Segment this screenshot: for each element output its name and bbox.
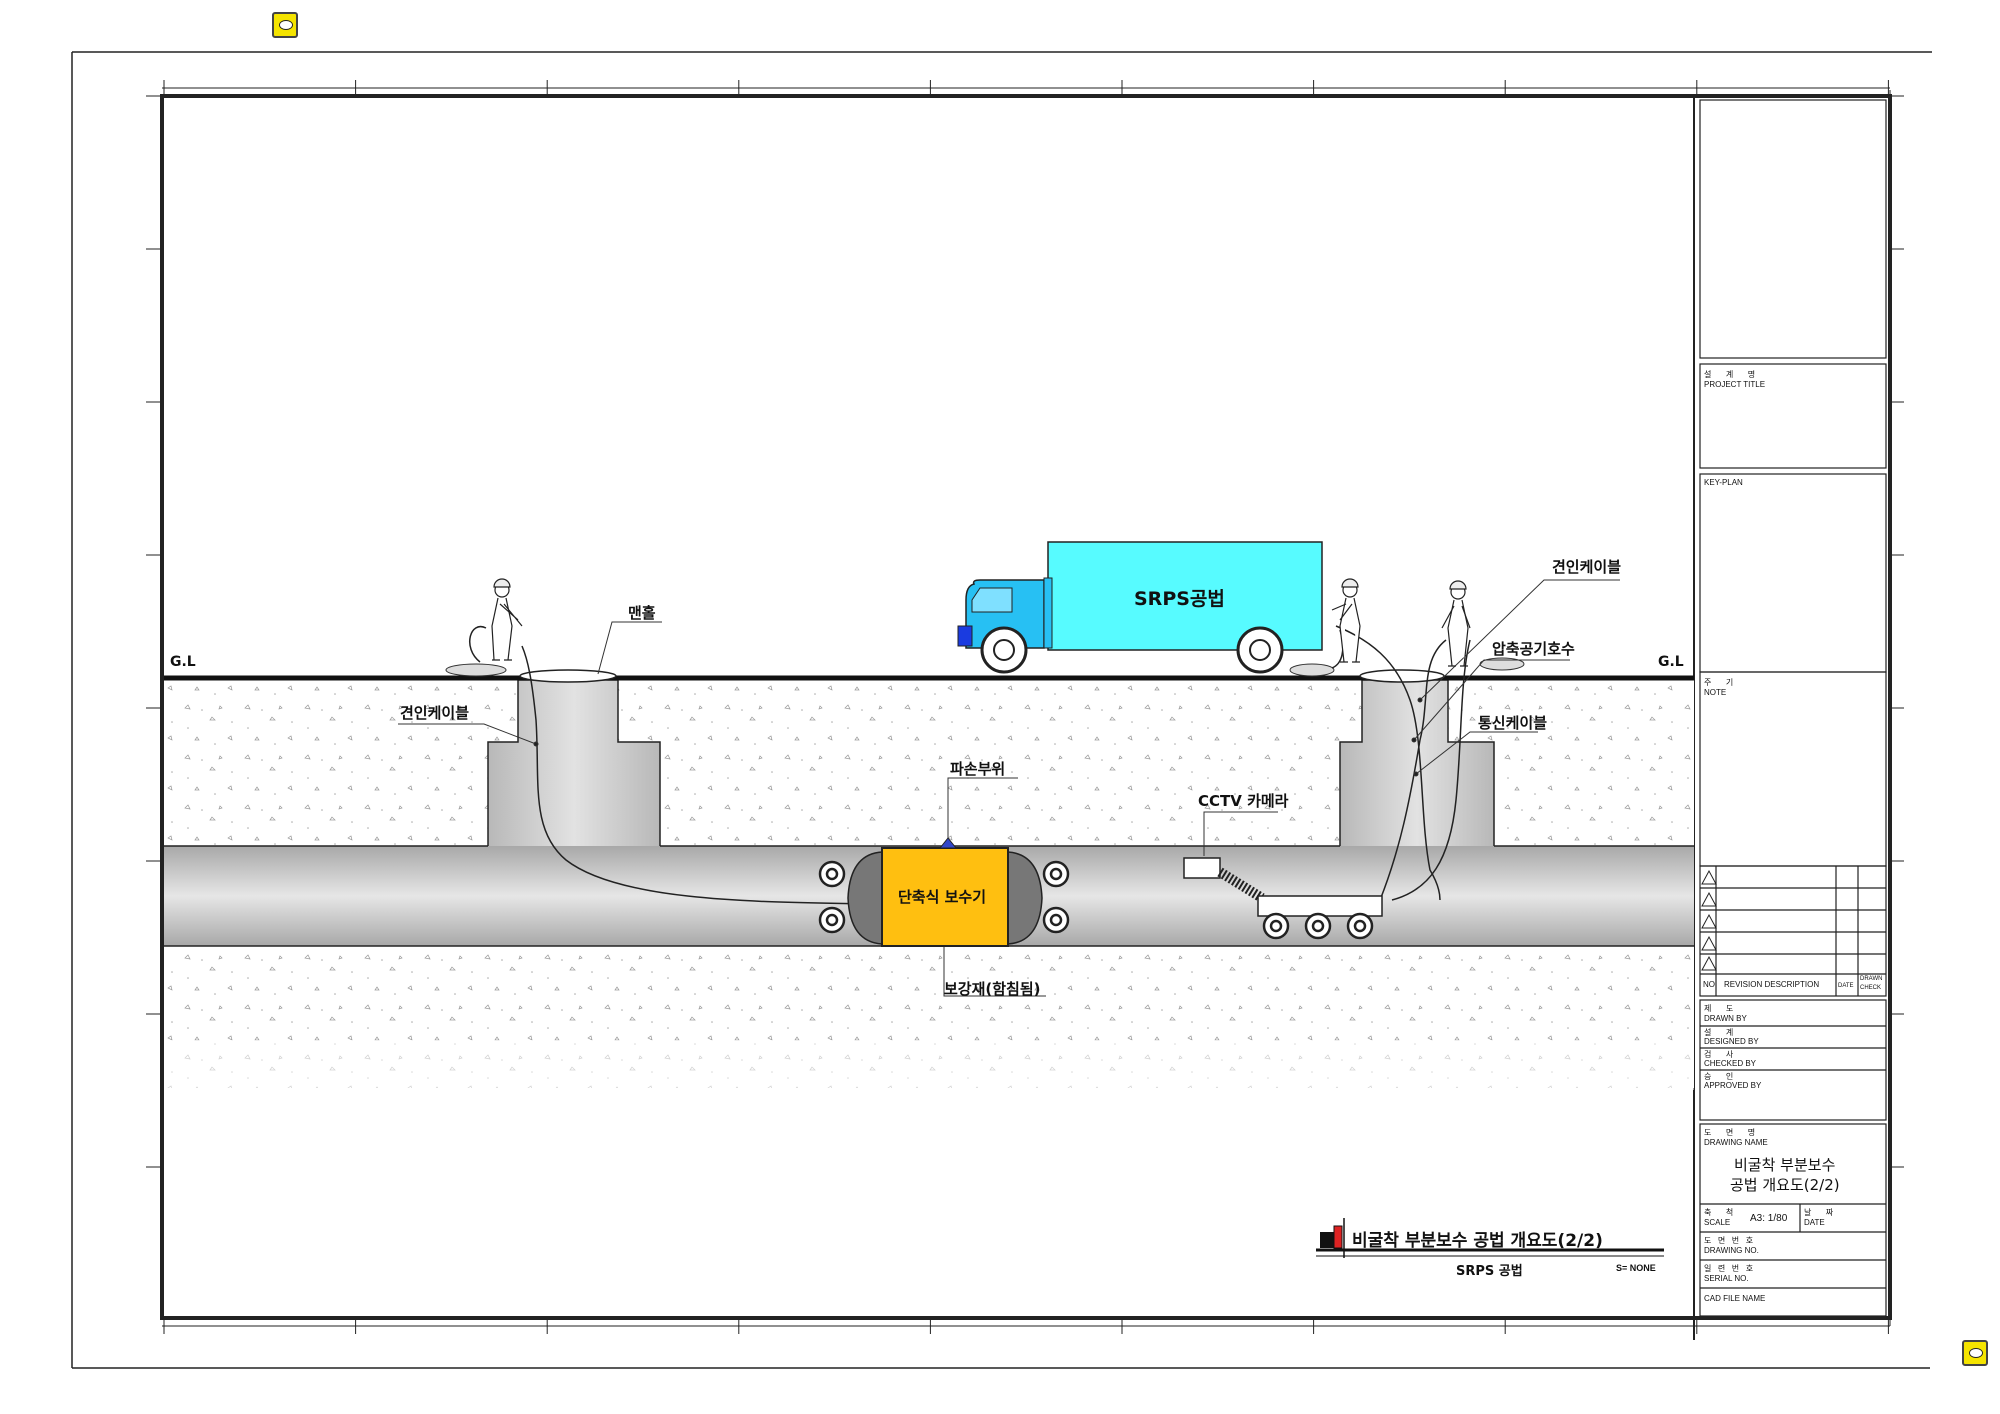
air-hose-label: 압축공기호수 (1492, 640, 1575, 658)
tow-cable-left-label: 견인케이블 (400, 704, 470, 722)
damage-label: 파손부위 (950, 760, 1006, 778)
drawn-kr: 제 도 (1704, 1004, 1740, 1013)
worker-right (1441, 580, 1471, 667)
drawing-name-line2: 공법 개요도(2/2) (1730, 1176, 1840, 1194)
rev-date-label: DATE (1838, 983, 1854, 989)
sheet-border (71, 51, 1932, 1369)
scale-en: SCALE (1704, 1218, 1731, 1227)
drawing-subtitle: SRPS 공법 (1456, 1264, 1523, 1279)
key-plan-label: KEY-PLAN (1704, 478, 1743, 487)
drawing-name-en: DRAWING NAME (1704, 1138, 1768, 1147)
repairer-rollers (818, 860, 1070, 934)
date-en: DATE (1804, 1218, 1825, 1227)
approved-en: APPROVED BY (1704, 1081, 1762, 1090)
drawing-no-kr: 도 면 번 호 (1704, 1236, 1756, 1245)
date-kr: 날 짜 (1804, 1208, 1840, 1217)
designed-kr: 설 계 (1704, 1028, 1740, 1037)
scale-value: A3: 1/80 (1750, 1213, 1788, 1224)
truck-label: SRPS공법 (1134, 588, 1225, 610)
comm-cable-label: 통신케이블 (1478, 714, 1548, 732)
comment-icon-bottom[interactable] (1962, 1340, 1988, 1366)
leader-lines (398, 579, 1620, 997)
truck-wheel-front (980, 626, 1028, 674)
frame-ticks (146, 80, 1904, 1334)
checked-kr: 검 사 (1704, 1050, 1740, 1059)
serial-kr: 일 련 번 호 (1704, 1264, 1756, 1273)
drawn-en: DRAWN BY (1704, 1014, 1747, 1023)
comment-icon[interactable] (272, 12, 298, 38)
checked-en: CHECKED BY (1704, 1059, 1757, 1068)
project-title-en: PROJECT TITLE (1704, 380, 1766, 389)
cad-file-label: CAD FILE NAME (1704, 1294, 1766, 1303)
revision-triangles (1701, 869, 1717, 971)
cctv-label: CCTV 카메라 (1198, 792, 1289, 810)
project-title-kr: 설 계 명 (1704, 370, 1762, 379)
tow-cable-right-label: 견인케이블 (1552, 558, 1622, 576)
worker-middle (1331, 578, 1361, 663)
rev-desc-label: REVISION DESCRIPTION (1724, 980, 1820, 989)
designed-en: DESIGNED BY (1704, 1037, 1759, 1046)
serial-en: SERIAL NO. (1704, 1274, 1749, 1283)
drawing-no-en: DRAWING NO. (1704, 1246, 1759, 1255)
note-en: NOTE (1704, 688, 1727, 697)
drawing-name-kr: 도 면 명 (1704, 1128, 1762, 1137)
rev-drawn-label: DRAWN (1860, 976, 1883, 982)
worker-left (491, 578, 523, 661)
title-marks (1316, 1218, 1664, 1258)
drawing-scale: S= NONE (1616, 1263, 1656, 1273)
gl-label-left: G.L (170, 654, 196, 670)
approved-kr: 승 인 (1704, 1072, 1740, 1081)
title-block (1699, 99, 1887, 1317)
reinforcement-label: 보강재(함침됨) (944, 980, 1041, 998)
ground-line (164, 657, 1694, 683)
rev-check-label: CHECK (1860, 985, 1882, 991)
gl-label-right: G.L (1658, 654, 1684, 670)
repairer-unit (818, 837, 1070, 947)
rev-no-label: NO (1703, 980, 1715, 989)
truck-wheel-rear (1236, 626, 1284, 674)
cables (469, 625, 1471, 905)
cctv-robot (1183, 857, 1383, 940)
scale-kr: 축 척 (1704, 1208, 1740, 1217)
drawing-name-line1: 비굴착 부분보수 (1734, 1156, 1836, 1174)
note-kr: 주 기 (1704, 678, 1740, 687)
manhole-label: 맨홀 (628, 604, 656, 622)
repairer-label: 단축식 보수기 (898, 888, 987, 906)
srps-truck (957, 541, 1323, 674)
drawing-title: 비굴착 부분보수 공법 개요도(2/2) (1352, 1231, 1603, 1251)
